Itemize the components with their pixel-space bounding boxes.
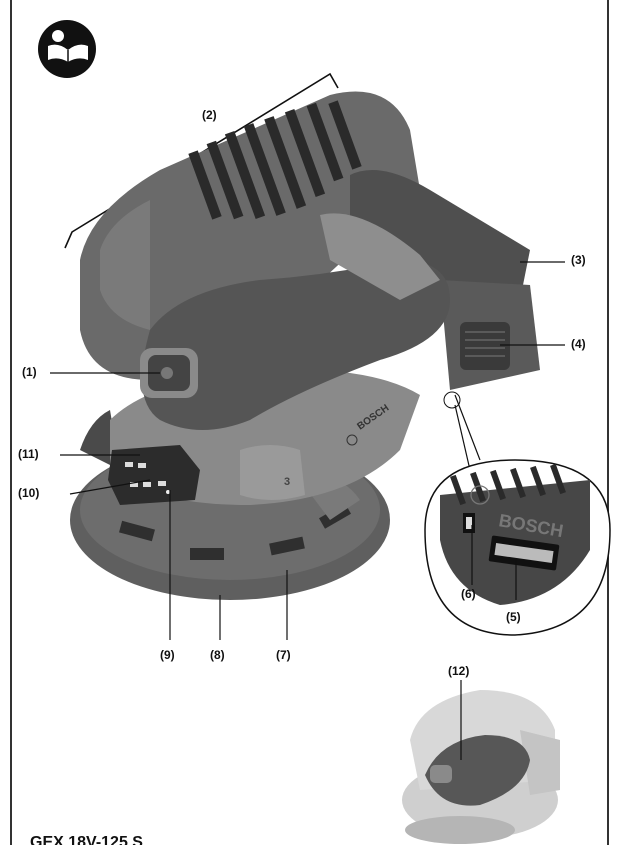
callout-4: (4) [571,337,586,351]
motor-housing [80,91,420,381]
callout-6: (6) [461,587,476,601]
callout-1: (1) [22,365,37,379]
zoom-detail: BOSCH [424,459,611,636]
dust-outlet [240,445,305,500]
read-manual-icon [38,20,96,78]
on-off-switch [140,348,198,398]
callout-9: (9) [160,648,175,662]
callout-3: (3) [571,253,586,267]
callout-2: (2) [202,108,217,122]
page-frame-left [10,0,12,845]
dial-number: 3 [284,476,290,488]
callout-12: (12) [448,664,470,678]
page-frame-right [607,0,609,845]
callout-5: (5) [506,610,521,624]
handle-neck [320,213,440,300]
model-caption: GEX 18V-125 S [30,834,143,845]
callout-8: (8) [210,648,225,662]
handle-grip [142,260,450,430]
control-panel [108,445,200,505]
leader-lines [50,261,565,760]
callout-11: (11) [18,447,39,461]
callout-7: (7) [276,648,291,662]
callout-10: (10) [18,486,40,500]
inset-sander [402,690,560,844]
